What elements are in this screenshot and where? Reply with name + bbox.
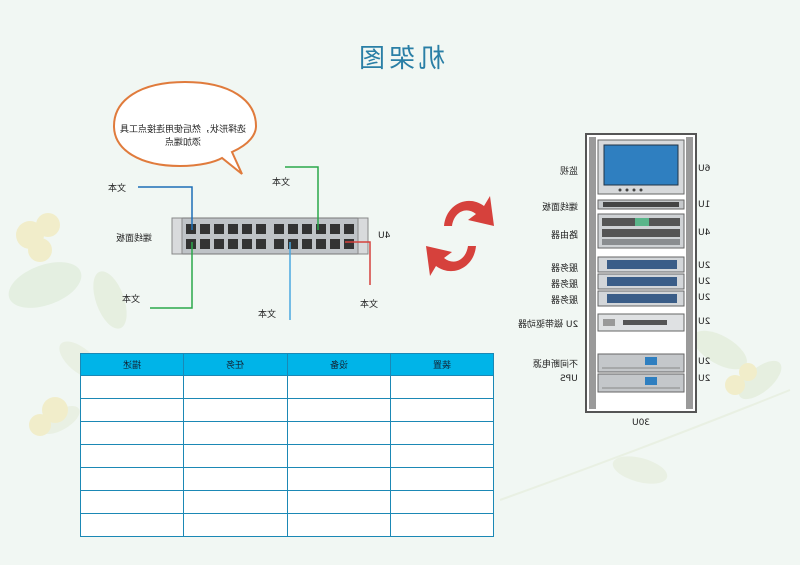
server-device-2[interactable] [597,273,685,290]
rack-total-units: 30U [632,418,651,428]
patch-panel[interactable] [170,210,370,260]
refresh-arrows-icon [426,196,494,276]
table-cell[interactable] [79,421,185,445]
header-unit: 装置 [389,353,495,376]
table-cell[interactable] [286,398,391,422]
rack-unit-label: 2U [698,277,711,287]
header-description: 描述 [79,353,185,376]
table-row[interactable] [79,444,495,468]
table-cell[interactable] [183,490,288,514]
rack-unit-label: 2U [698,357,711,367]
table-row[interactable] [79,398,495,422]
table-cell[interactable] [389,490,495,514]
table-cell[interactable] [389,444,495,468]
patch-panel-unit: 4U [378,231,391,241]
table-row[interactable] [79,513,495,537]
header-device: 设备 [286,353,391,376]
rack-item-label: 服务器 [550,264,578,274]
table-cell[interactable] [79,375,185,399]
table-row[interactable] [79,490,495,514]
table-cell[interactable] [389,467,495,491]
table-cell[interactable] [389,375,495,399]
table-cell[interactable] [183,513,288,537]
rack-item-label: 不间断电源 [532,360,578,370]
rack-item-label: 路由器 [550,231,578,241]
rack-item-label: 服务器 [550,280,578,290]
rack-item-label: 服务器 [550,296,578,306]
table-header-row: 描述 任务 设备 装置 [79,353,495,376]
table-cell[interactable] [183,375,288,399]
table-cell[interactable] [286,490,391,514]
server-device-3[interactable] [597,290,685,307]
table-cell[interactable] [183,398,288,422]
rack-item-label: UPS [560,374,578,384]
table-cell[interactable] [79,513,185,537]
rack-unit-label: 1U [698,200,711,210]
table-cell[interactable] [389,398,495,422]
label-text-1: 文本 [108,184,127,194]
patch-panel-label: 端线面板 [116,234,153,244]
rack-patch-panel[interactable] [597,199,685,210]
table-cell[interactable] [79,490,185,514]
label-text-2: 文本 [272,178,291,188]
monitor-device[interactable] [597,139,685,195]
rack-item-label: 监视 [559,167,578,177]
table-cell[interactable] [183,444,288,468]
label-text-3: 文本 [122,295,141,305]
ups-device-2[interactable] [597,373,685,393]
rack-unit-label: 2U [698,374,711,384]
table-cell[interactable] [286,513,391,537]
rack-unit-label: 2U [698,293,711,303]
callout-bubble [112,80,258,175]
server-device-1[interactable] [597,256,685,273]
ups-device-1[interactable] [597,353,685,373]
router-device[interactable] [597,213,685,249]
device-table: 描述 任务 设备 装置 [79,353,495,537]
table-cell[interactable] [389,513,495,537]
server-rack [585,133,697,413]
rack-unit-label: 2U [698,261,711,271]
table-cell[interactable] [286,375,391,399]
table-cell[interactable] [79,467,185,491]
table-cell[interactable] [286,467,391,491]
tape-drive-device[interactable] [597,313,685,332]
table-row[interactable] [79,421,495,445]
header-task: 任务 [183,353,288,376]
table-cell[interactable] [286,421,391,445]
rack-item-label: 2U 磁带驱动器 [517,320,578,330]
table-cell[interactable] [79,398,185,422]
table-row[interactable] [79,375,495,399]
rack-unit-label: 6U [698,164,711,174]
table-cell[interactable] [183,467,288,491]
rack-unit-label: 2U [698,317,711,327]
table-cell[interactable] [389,421,495,445]
table-cell[interactable] [183,421,288,445]
table-cell[interactable] [286,444,391,468]
rack-item-label: 端线面板 [541,203,578,213]
label-text-4: 文本 [258,310,277,320]
rack-unit-label: 4U [698,228,711,238]
table-row[interactable] [79,467,495,491]
table-cell[interactable] [79,444,185,468]
label-text-5: 文本 [360,300,379,310]
